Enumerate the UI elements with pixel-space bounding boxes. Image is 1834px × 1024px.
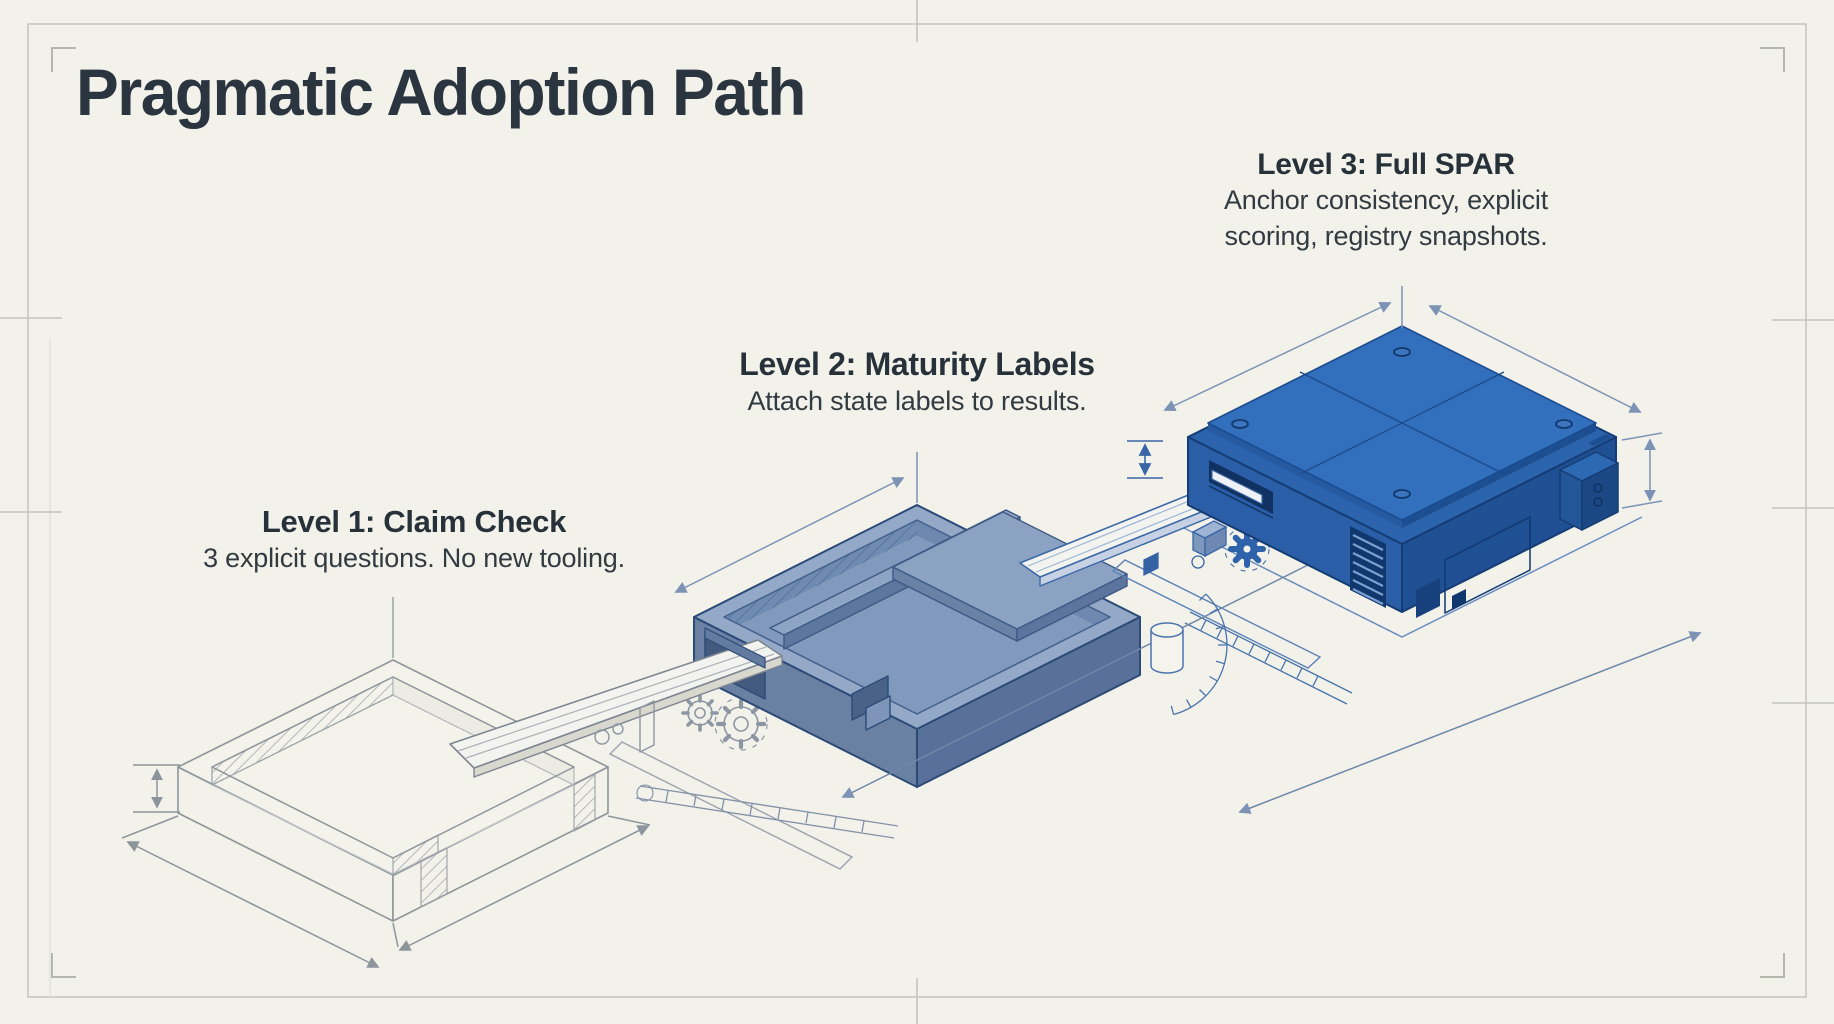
ground-strip-outline — [608, 741, 854, 870]
level-3-description-line-1: Anchor consistency, explicit — [1223, 185, 1549, 215]
level-2-description: Attach state labels to results. — [747, 386, 1087, 416]
cylinder-icon — [1150, 622, 1184, 674]
ruler-icon — [1184, 611, 1353, 705]
level-1-heading: Level 1: Claim Check — [261, 504, 567, 539]
roller-icon — [594, 729, 610, 745]
dimension-line — [1428, 305, 1642, 413]
motor-icon — [1143, 520, 1228, 577]
level-3-label: Level 3: Full SPAR Anchor consistency, e… — [1112, 148, 1660, 255]
ramp-support — [639, 700, 655, 753]
page-title: Pragmatic Adoption Path — [76, 55, 806, 129]
level-2-heading: Level 2: Maturity Labels — [739, 346, 1095, 382]
ladder-vent — [1350, 526, 1386, 608]
ruler-icon — [635, 784, 899, 839]
screw-hole-icon — [1231, 347, 1573, 499]
gear-icon — [681, 694, 719, 732]
level-1-dimension-lines — [121, 764, 651, 968]
hatched-face-band — [573, 773, 596, 832]
ground-sketch-level-2 — [608, 694, 899, 870]
ground-sketch-level-3 — [841, 516, 1702, 814]
gear-icon — [714, 697, 768, 751]
protractor-icon — [1170, 593, 1228, 716]
dimension-line — [674, 477, 905, 593]
level-3-description-line-2: scoring, registry snapshots. — [1224, 221, 1548, 252]
panel-door-outline — [1444, 516, 1531, 614]
corner-bracket-marks — [51, 47, 1785, 978]
level-2-dimension-lines — [674, 452, 918, 593]
level-1-label: Level 1: Claim Check 3 explicit question… — [140, 504, 688, 576]
roller-icon — [612, 723, 624, 735]
level-1-platform — [177, 597, 609, 922]
level-3-dimension-lines — [1127, 286, 1663, 509]
dimension-line — [841, 549, 1340, 798]
conveyor-ramp-1 — [449, 627, 783, 778]
side-module — [1559, 451, 1619, 531]
dimension-line — [1163, 301, 1392, 412]
dimension-line — [1238, 631, 1702, 814]
level-2-label: Level 2: Maturity Labels Attach state la… — [652, 346, 1182, 419]
level-3-platform — [1187, 325, 1619, 618]
level-3-heading: Level 3: Full SPAR — [1257, 148, 1515, 181]
level-1-description: 3 explicit questions. No new tooling. — [203, 543, 625, 573]
ground-strip-outline — [1111, 559, 1322, 669]
